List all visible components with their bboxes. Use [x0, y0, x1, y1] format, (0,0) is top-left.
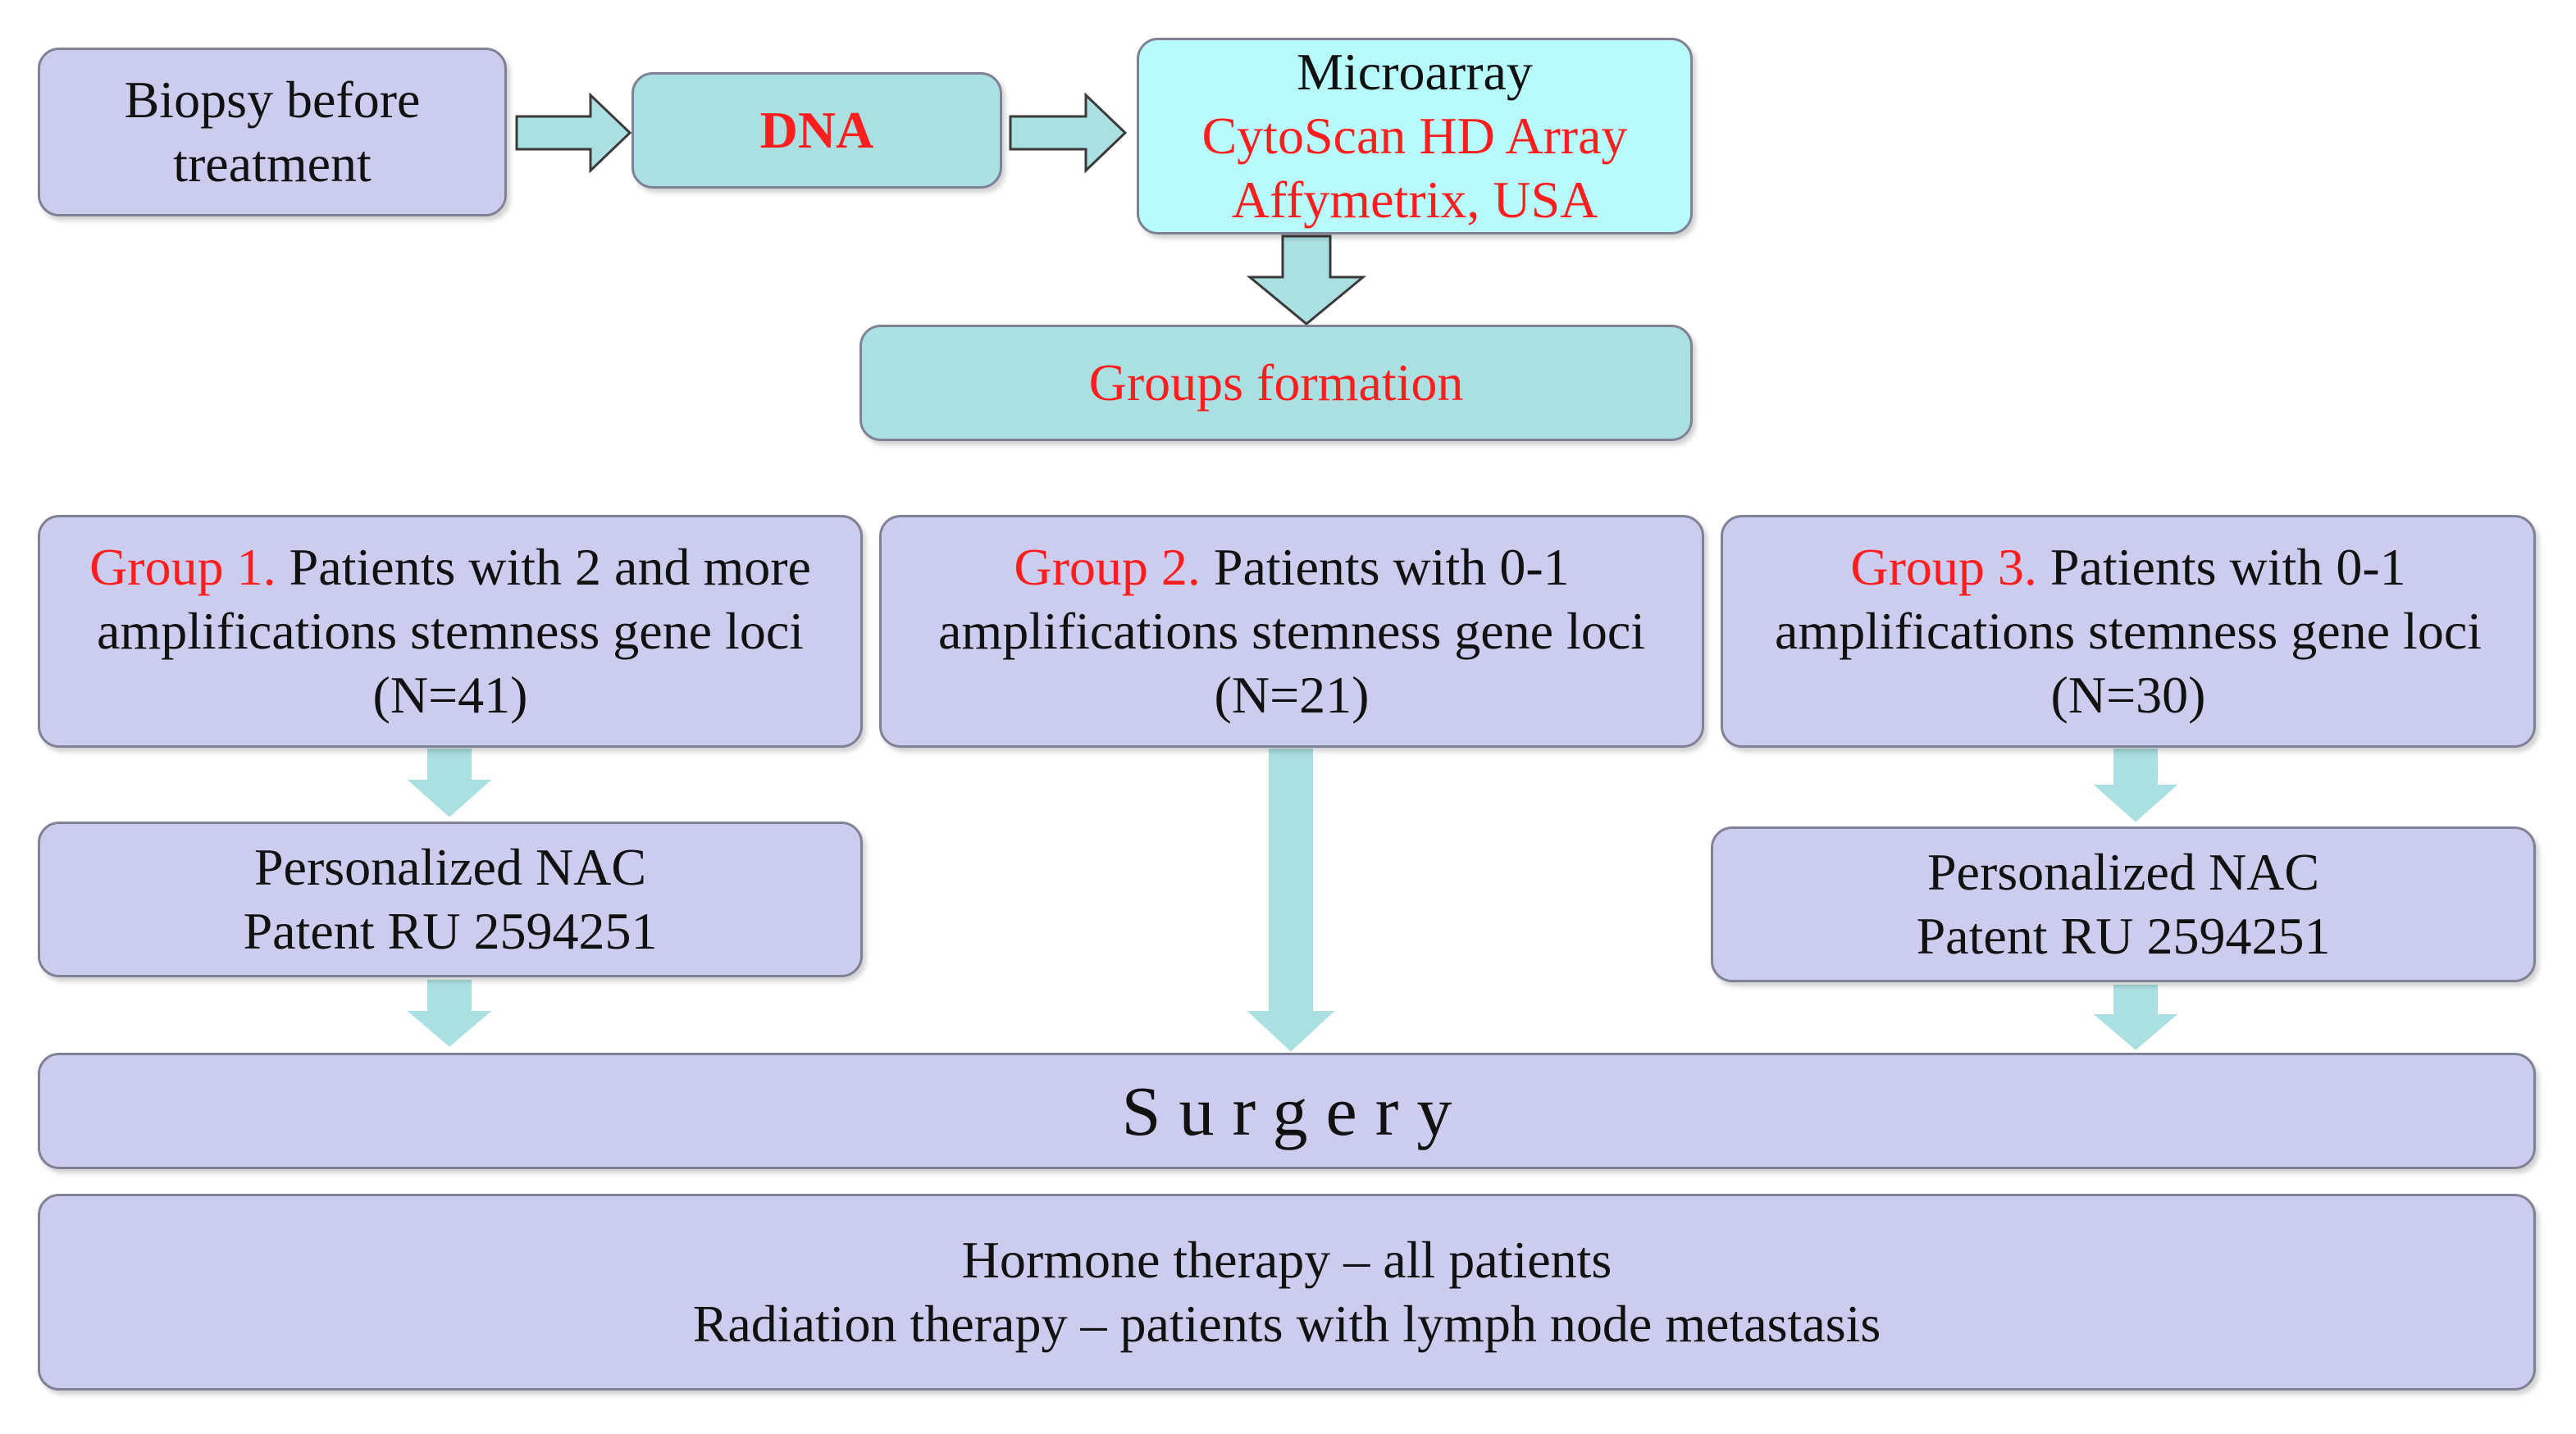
microarray-box: Microarray CytoScan HD Array Affymetrix,… — [1137, 38, 1693, 234]
group-3-count: (N=30) — [2050, 666, 2206, 725]
nac-right-line-2: Patent RU 2594251 — [1916, 907, 2331, 965]
surgery-label: Surgery — [1121, 1071, 1470, 1150]
arrow-group2-to-surgery — [1242, 747, 1339, 1054]
therapy-box: Hormone therapy – all patients Radiation… — [38, 1194, 2536, 1391]
group-3-description: Patients with 0-1 — [2049, 537, 2406, 596]
arrow-nac-to-surgery-right — [2089, 983, 2182, 1053]
groups-formation-label: Groups formation — [1088, 353, 1464, 412]
microarray-array-name: CytoScan HD Array — [1201, 106, 1628, 165]
therapy-line-2: Radiation therapy – patients with lymph … — [692, 1295, 1881, 1353]
dna-box: DNA — [631, 72, 1002, 189]
dna-label: DNA — [759, 100, 874, 159]
group-2-heading: Group 2. Patients with 0-1 — [1014, 535, 1569, 599]
nac-left-box: Personalized NAC Patent RU 2594251 — [38, 822, 863, 977]
arrow-group1-to-nac — [403, 747, 496, 820]
group-1-description: Patients with 2 and more — [289, 537, 811, 596]
nac-left-line-2: Patent RU 2594251 — [243, 902, 658, 960]
group-3-box: Group 3. Patients with 0-1 amplification… — [1721, 515, 2536, 748]
group-1-count: (N=41) — [372, 666, 528, 725]
arrow-nac-to-surgery-left — [403, 978, 496, 1049]
group-2-box: Group 2. Patients with 0-1 amplification… — [879, 515, 1704, 748]
biopsy-line-2: treatment — [173, 134, 372, 193]
group-2-count: (N=21) — [1214, 666, 1370, 725]
group-2-name: Group 2. — [1014, 537, 1201, 596]
biopsy-line-1: Biopsy before — [124, 70, 421, 129]
surgery-box: Surgery — [38, 1053, 2536, 1169]
group-1-heading: Group 1. Patients with 2 and more — [89, 535, 811, 599]
group-1-line-2: amplifications stemness gene loci — [97, 601, 804, 660]
arrow-group3-to-nac — [2089, 747, 2182, 825]
group-2-description: Patients with 0-1 — [1213, 537, 1570, 596]
biopsy-box: Biopsy before treatment — [38, 48, 507, 216]
group-1-box: Group 1. Patients with 2 and more amplif… — [38, 515, 863, 748]
group-3-heading: Group 3. Patients with 0-1 — [1850, 535, 2405, 599]
nac-left-line-1: Personalized NAC — [253, 837, 647, 896]
group-3-name: Group 3. — [1850, 537, 2037, 596]
nac-right-line-1: Personalized NAC — [1926, 842, 2320, 901]
arrow-biopsy-to-dna — [515, 92, 632, 174]
group-2-line-2: amplifications stemness gene loci — [938, 601, 1645, 660]
groups-formation-box: Groups formation — [859, 325, 1693, 441]
therapy-line-1: Hormone therapy – all patients — [961, 1230, 1612, 1289]
microarray-vendor: Affymetrix, USA — [1231, 171, 1598, 230]
nac-right-box: Personalized NAC Patent RU 2594251 — [1711, 826, 2536, 982]
microarray-title: Microarray — [1297, 42, 1533, 101]
arrow-dna-to-microarray — [1009, 92, 1128, 174]
group-1-name: Group 1. — [89, 537, 276, 596]
group-3-line-2: amplifications stemness gene loci — [1775, 601, 2482, 660]
arrow-microarray-to-groups — [1246, 234, 1367, 325]
